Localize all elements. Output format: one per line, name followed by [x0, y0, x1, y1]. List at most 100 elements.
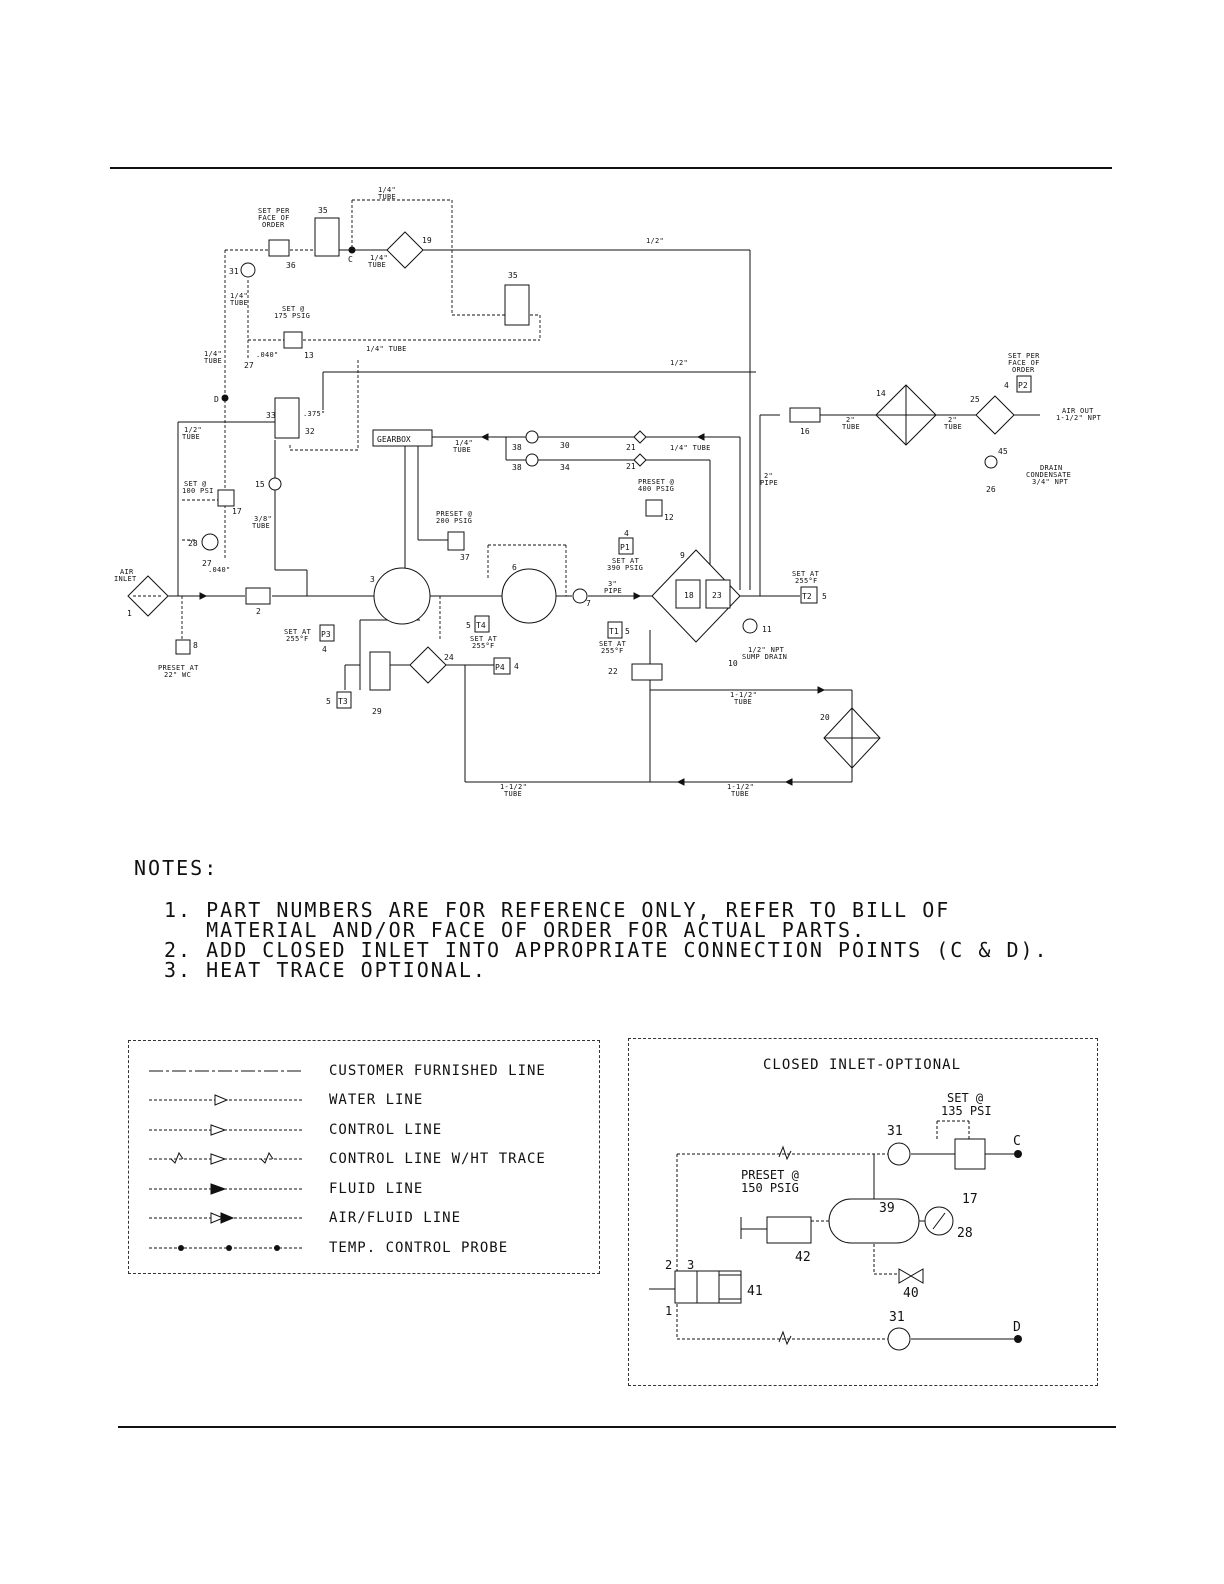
note-set-face-3: ORDER [262, 221, 285, 229]
closed-label-28: 28 [957, 1226, 973, 1241]
closed-inlet-optional-panel: CLOSED INLET-OPTIONAL PRESET [628, 1038, 1098, 1386]
part-24: 24 [444, 653, 454, 662]
note-set-175-1: SET @ [282, 305, 305, 313]
relief-12 [645, 499, 663, 517]
note-one-half-tube-b-1: 1-1/2" [500, 783, 527, 791]
note-one-half-tube-a-1: 1-1/2" [730, 691, 757, 699]
note-three-eighth-tube-1: 3/8" [254, 515, 272, 523]
legend-row-control-ht-line: CONTROL LINE W/HT TRACE [129, 1149, 599, 1169]
regulator-17 [217, 489, 235, 507]
relief-37 [447, 531, 465, 551]
control-ht-line-swatch [149, 1151, 304, 1165]
indicator-38-bottom [525, 453, 539, 467]
legend-label-control-ht-line: CONTROL LINE W/HT TRACE [329, 1151, 546, 1167]
switch-8 [175, 639, 191, 655]
part-4a: 4 [1004, 381, 1009, 390]
note-two-pipe-2: PIPE [760, 479, 778, 487]
control-line-swatch [149, 1124, 304, 1136]
note-orifice-040b: .040" [208, 566, 231, 574]
legend-label-air-fluid-line: AIR/FLUID LINE [329, 1210, 462, 1226]
customer-line-swatch [149, 1070, 304, 1072]
bottom-rule [118, 1426, 1116, 1428]
note-preset-400-2: 400 PSIG [638, 485, 674, 493]
legend-row-customer-line: CUSTOMER FURNISHED LINE [129, 1061, 599, 1081]
note-set-face-right-2: FACE OF [1008, 359, 1040, 367]
note-set-255-t1-2: 255°F [601, 647, 624, 655]
sensor-boxes [319, 375, 1032, 709]
valve-16 [789, 407, 821, 423]
part-3: 3 [370, 575, 375, 584]
filter-19 [386, 231, 424, 269]
note-quarter-tube-right: 1/4" TUBE [670, 444, 711, 452]
note-quarter-tube-top-2: TUBE [378, 193, 396, 201]
closed-label-31-upper: 31 [887, 1124, 903, 1139]
gauge-11 [742, 618, 758, 634]
closed-label-39: 39 [879, 1201, 895, 1216]
part-15: 15 [255, 480, 265, 489]
legend-label-temp-probe: TEMP. CONTROL PROBE [329, 1240, 509, 1256]
check-valve-15 [268, 477, 282, 491]
note-set-255-t4-1: SET AT [470, 635, 498, 643]
note-air-out-2: 1-1/2" NPT [1056, 414, 1102, 422]
note-item-1-continued: MATERIAL AND/OR FACE OF ORDER FOR ACTUAL… [164, 918, 867, 942]
note-orifice-040: .040" [256, 351, 279, 359]
note-sump-drain-1: 1/2" NPT [748, 646, 785, 654]
note-set-255-right-2: 255°F [795, 577, 818, 585]
part-9: 9 [680, 551, 685, 560]
closed-inlet-title: CLOSED INLET-OPTIONAL [763, 1057, 962, 1073]
part-33: 33 [266, 411, 276, 420]
valve-22 [631, 663, 663, 681]
note-quarter-tube-mid: 1/4" TUBE [366, 345, 407, 353]
note-quarter-tube-c-2: TUBE [368, 261, 386, 269]
note-two-tube-a-1: 2" [846, 416, 855, 424]
closed-preset-note-2: 150 PSIG [741, 1181, 799, 1195]
note-preset-400-1: PRESET @ [638, 478, 675, 486]
part-5d: 5 [326, 697, 331, 706]
top-rule [110, 167, 1112, 169]
note-dim-375: .375" [303, 410, 326, 418]
connection-c-dot [348, 246, 356, 254]
note-half-mid: 1/2" [670, 359, 688, 367]
part-5a: 5 [625, 627, 630, 636]
part-8: 8 [193, 641, 198, 650]
note-quarter-tube-gearbox-1: 1/4" [455, 439, 473, 447]
note-set-100-2: 100 PSI [182, 487, 214, 495]
legend-label-control-line: CONTROL LINE [329, 1122, 443, 1138]
part-11: 11 [762, 625, 772, 634]
note-drain-3: 3/4" NPT [1032, 478, 1069, 486]
note-set-390-2: 390 PSIG [607, 564, 643, 572]
note-air-out-1: AIR OUT [1062, 407, 1094, 415]
note-item-3: 3. HEAT TRACE OPTIONAL. [164, 958, 487, 982]
note-set-255-t1-1: SET AT [599, 640, 627, 648]
closed-label-42: 42 [795, 1250, 811, 1265]
note-air-inlet-1: AIR [120, 568, 134, 576]
part-21a: 21 [626, 443, 636, 452]
part-35b: 35 [508, 271, 518, 280]
note-set-255-left-1: SET AT [284, 628, 312, 636]
part-14: 14 [876, 389, 886, 398]
legend-row-air-fluid-line: AIR/FLUID LINE [129, 1208, 599, 1228]
part-36: 36 [286, 261, 296, 270]
closed-label-d: D [1013, 1320, 1021, 1335]
part-38b: 38 [512, 463, 522, 472]
part-35a: 35 [318, 206, 328, 215]
sensor-p1: P1 [620, 543, 630, 552]
note-preset-22-2: 22" WC [164, 671, 191, 679]
part-28: 28 [188, 539, 198, 548]
control-lines [177, 199, 756, 640]
air-fluid-line-swatch [149, 1212, 304, 1224]
muffler-2 [245, 587, 271, 605]
drain-26 [984, 455, 998, 469]
valve-33 [274, 397, 300, 439]
note-half-tube-left-1: 1/2" [184, 426, 202, 434]
part-4b: 4 [624, 529, 629, 538]
sensor-t1: T1 [609, 627, 619, 636]
closed-set-note-2: 135 PSI [941, 1104, 992, 1118]
sensor-t3: T3 [338, 697, 348, 706]
valve-29 [369, 651, 391, 691]
note-quarter-tube-c-1: 1/4" [370, 254, 388, 262]
note-sump-drain-2: SUMP DRAIN [742, 653, 787, 661]
note-item-2: 2. ADD CLOSED INLET INTO APPROPRIATE CON… [164, 938, 1049, 962]
filter-25 [975, 395, 1015, 435]
closed-label-31-lower: 31 [889, 1310, 905, 1325]
